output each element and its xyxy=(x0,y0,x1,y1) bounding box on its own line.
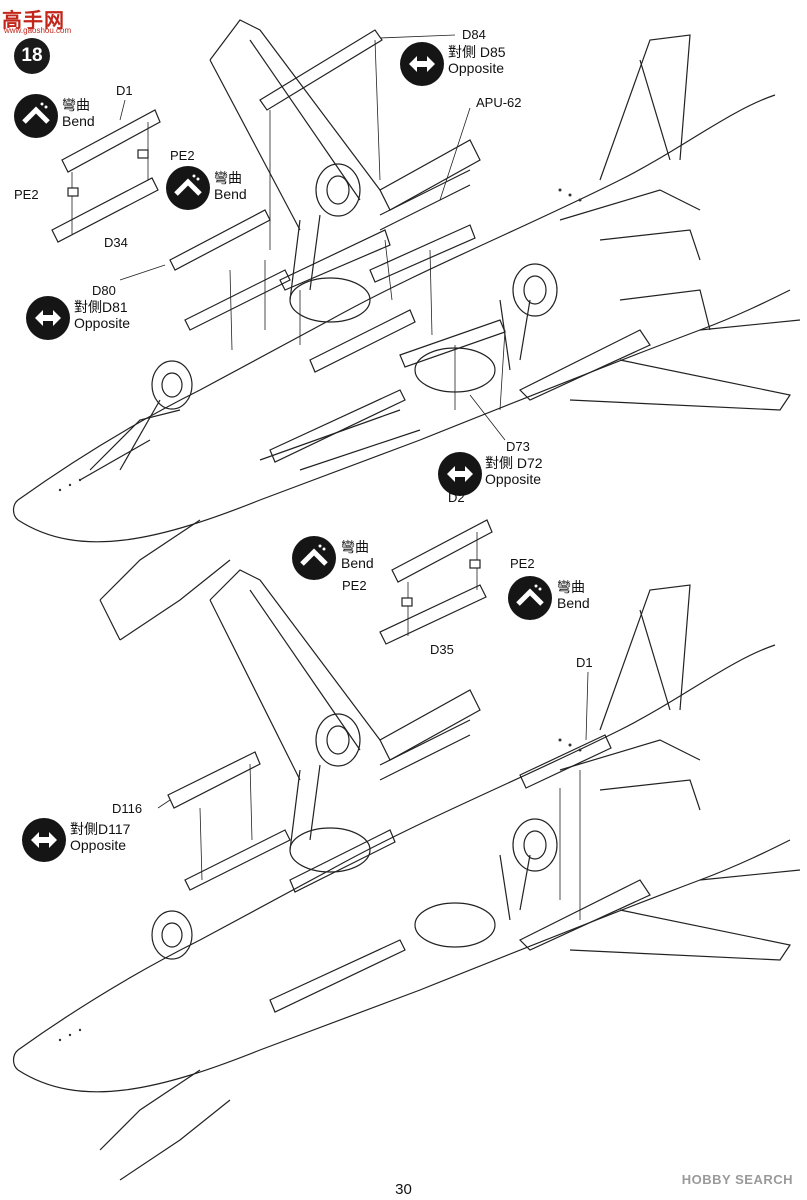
part-label-d1-top: D1 xyxy=(116,83,133,98)
site-logo-subtext: www.gaoshou.com xyxy=(4,26,72,35)
opposite-icon xyxy=(400,42,444,86)
opposite-icon xyxy=(22,818,66,862)
part-label-apu62: APU-62 xyxy=(476,95,522,110)
part-label-pe2-mid-right: PE2 xyxy=(510,556,535,571)
part-label-d73: D73 xyxy=(506,439,530,454)
part-label-d84: D84 xyxy=(462,27,486,42)
part-label-d1-bottom: D1 xyxy=(576,655,593,670)
opposite-icon xyxy=(438,452,482,496)
part-label-d2: D2 xyxy=(448,490,465,505)
bend-icon xyxy=(292,536,336,580)
page-number: 30 xyxy=(395,1181,412,1198)
part-label-pe2-mid-left: PE2 xyxy=(342,578,367,593)
bend-icon xyxy=(14,94,58,138)
part-label-pe2-top-right: PE2 xyxy=(170,148,195,163)
part-label-d80: D80 xyxy=(92,283,116,298)
opposite-icon xyxy=(26,296,70,340)
bend-icon xyxy=(508,576,552,620)
part-label-d35: D35 xyxy=(430,642,454,657)
watermark: HOBBY SEARCH xyxy=(681,1172,793,1187)
bend-icon xyxy=(166,166,210,210)
part-label-pe2-top-left: PE2 xyxy=(14,187,39,202)
step-number-badge: 18 xyxy=(14,38,50,74)
part-label-d34: D34 xyxy=(104,235,128,250)
part-label-d116: D116 xyxy=(112,801,143,816)
site-logo: 高手网 xyxy=(2,10,65,32)
